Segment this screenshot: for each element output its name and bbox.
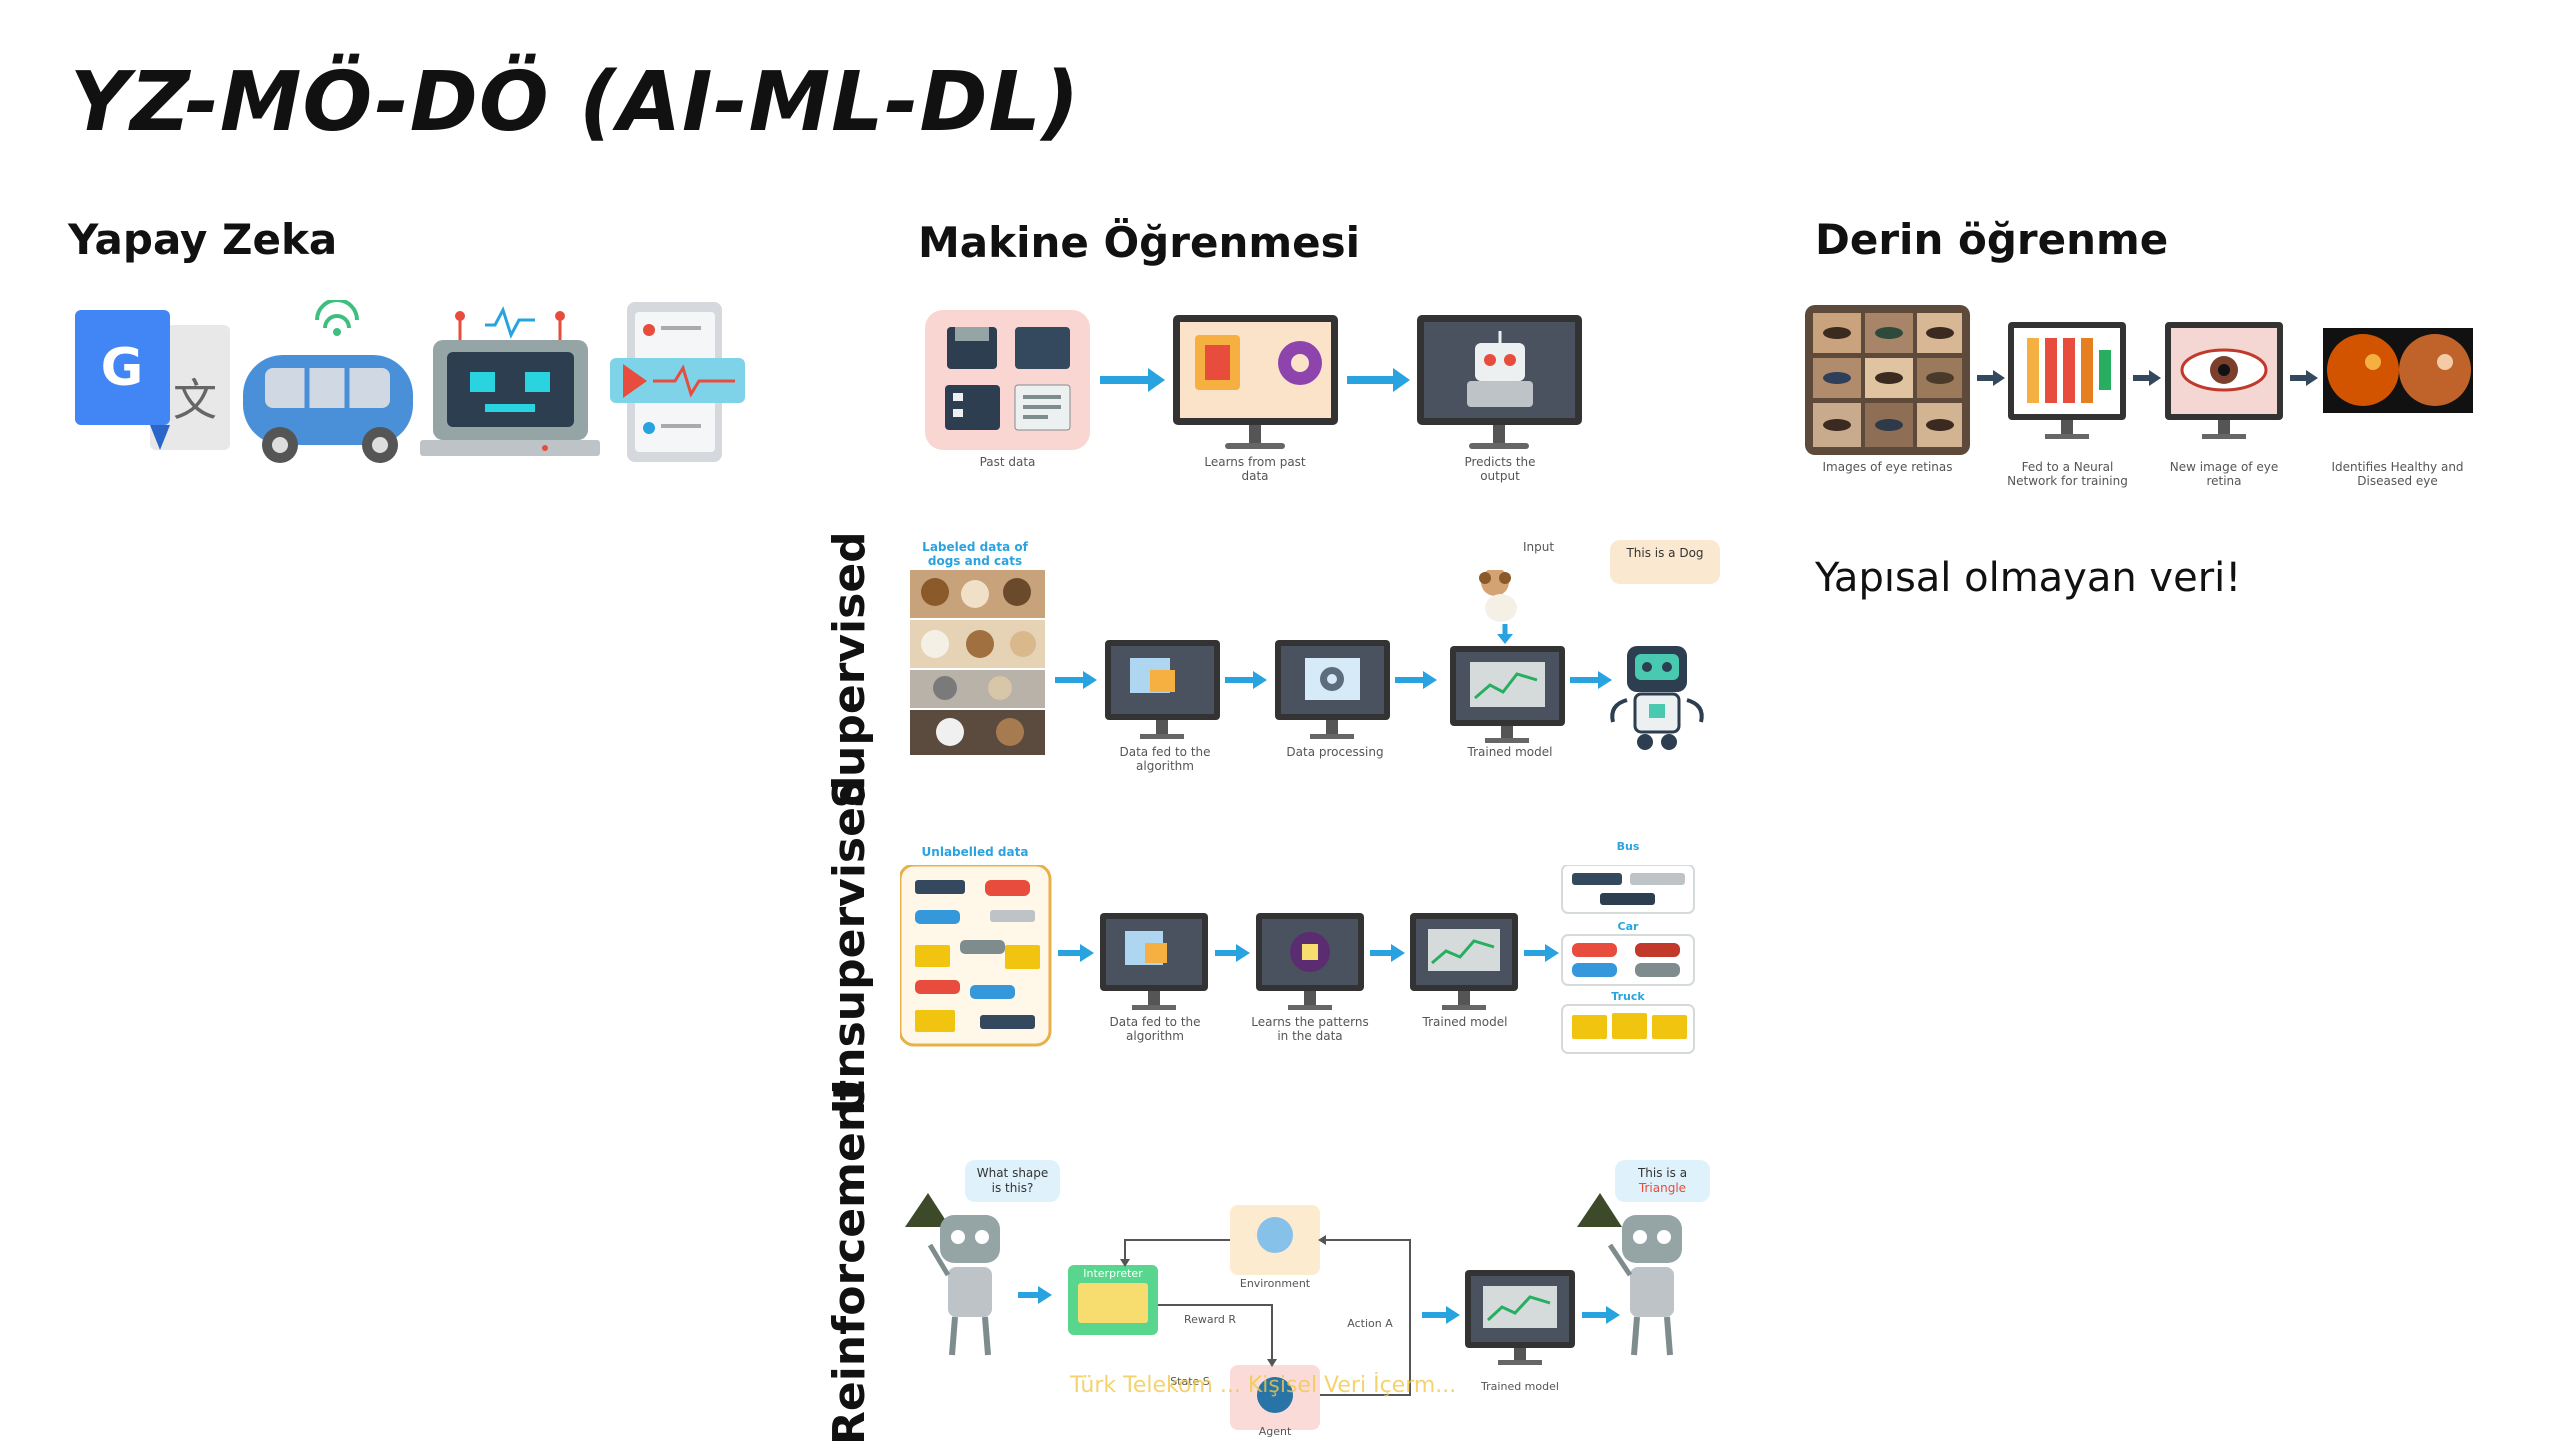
- dl-caption-fed: Fed to a Neural Network for training: [2007, 460, 2128, 488]
- trained-model-monitor-icon: [1465, 1270, 1575, 1365]
- state-label: State S: [1170, 1375, 1210, 1388]
- reinforcement-flow: What shape is this? This is a Triangle: [900, 1155, 1720, 1440]
- cluster-truck-label: Truck: [1611, 990, 1645, 1003]
- supervised-caption-trained: Trained model: [1467, 745, 1553, 759]
- unsupervised-flow: Unlabelled data: [900, 840, 1700, 1060]
- unsupervised-caption-fed: Data fed to the algorithm: [1109, 1015, 1201, 1043]
- dl-caption-new-image: New image of eye retina: [2169, 460, 2279, 488]
- cluster-car-label: Car: [1617, 920, 1639, 933]
- robot-left-icon: [927, 1215, 1000, 1356]
- answer-bubble-word: Triangle: [1638, 1181, 1687, 1195]
- data-fed-monitor-icon: [1100, 913, 1208, 1010]
- trained-model-monitor-icon: [1450, 646, 1565, 743]
- dogs-cats-photos: [910, 570, 1045, 755]
- trained-model-monitor-icon: [1410, 913, 1518, 1010]
- cluster-bus-label: Bus: [1616, 840, 1640, 853]
- ai-heading: Yapay Zeka: [68, 215, 338, 264]
- arrow-right-icon: [1100, 368, 1165, 392]
- answer-bubble-prefix: This is a: [1637, 1166, 1688, 1180]
- retina-fundus-icon: [2323, 328, 2473, 413]
- ml-caption-learns: Learns from past data: [1204, 455, 1306, 483]
- data-processing-monitor-icon: [1275, 640, 1390, 739]
- ml-caption-predicts: Predicts the output: [1464, 455, 1536, 483]
- dl-note: Yapısal olmayan veri!: [1815, 555, 2242, 601]
- rl-trained-label: Trained model: [1481, 1380, 1559, 1393]
- question-bubble: What shape is this?: [965, 1160, 1060, 1202]
- rl-loop-diagram: [1068, 1205, 1411, 1430]
- learning-monitor-icon: [1173, 315, 1338, 449]
- supervised-flow: Labeled data of dogs and cats: [905, 540, 1725, 780]
- supervised-caption-processing: Data processing: [1286, 745, 1384, 759]
- answer-bubble: This is a Triangle: [1615, 1160, 1710, 1202]
- reward-label: Reward R: [1183, 1313, 1237, 1326]
- self-driving-car-icon: [243, 298, 413, 463]
- health-monitor-icon: [610, 302, 745, 462]
- dl-caption-images: Images of eye retinas: [1822, 460, 1953, 474]
- dog-output-bubble: This is a Dog: [1610, 540, 1720, 584]
- environment-label: Environment: [1239, 1277, 1311, 1290]
- robot-monitor-icon: [1417, 315, 1582, 449]
- unsupervised-caption-patterns: Learns the patterns in the data: [1251, 1015, 1369, 1043]
- neural-network-monitor-icon: [2008, 322, 2126, 439]
- eye-retina-grid-icon: [1805, 305, 1970, 455]
- supervised-input-label: Input: [1523, 540, 1555, 554]
- arrow-right-icon: [1347, 368, 1410, 392]
- ml-caption-past-data: Past data: [979, 455, 1036, 469]
- dog-input-icon: [1479, 570, 1517, 622]
- triangle-icon: [1577, 1193, 1622, 1227]
- unlabelled-vehicles-icon: [900, 865, 1052, 1047]
- unsupervised-label: Unsupervised: [824, 775, 875, 1115]
- ml-heading: Makine Öğrenmesi: [918, 218, 1360, 267]
- robot-right-icon: [1607, 1215, 1682, 1356]
- robot-computer-icon: [420, 306, 600, 456]
- svg-text:文: 文: [173, 375, 217, 426]
- google-translate-icon: G 文: [75, 310, 230, 450]
- page-title: YZ-MÖ-DÖ (AI-ML-DL): [70, 55, 1081, 150]
- supervised-dataset-label: Labeled data of dogs and cats: [922, 540, 1028, 568]
- dl-flow: Images of eye retinas Fed to a Neural Ne…: [1805, 300, 2485, 490]
- dl-caption-identifies: Identifies Healthy and Diseased eye: [2331, 460, 2464, 488]
- supervised-caption-fed: Data fed to the algorithm: [1119, 745, 1211, 773]
- robot-icon: [1610, 646, 1704, 750]
- action-label: Action A: [1347, 1317, 1393, 1330]
- unsupervised-dataset-label: Unlabelled data: [921, 845, 1029, 859]
- ai-icon-row: G 文: [75, 298, 745, 470]
- watermark-text: Türk Telekom ... Kişisel Veri İçerm...: [1070, 1373, 1457, 1398]
- dl-heading: Derin öğrenme: [1815, 215, 2169, 264]
- unsupervised-caption-trained: Trained model: [1422, 1015, 1508, 1029]
- reinforcement-label: Reinforcement: [824, 1079, 875, 1445]
- past-data-icon: [925, 310, 1090, 450]
- red-eye-monitor-icon: [2165, 322, 2283, 439]
- svg-text:G: G: [101, 338, 144, 398]
- ml-flow: Past data Learns from past data Predicts…: [925, 305, 1585, 490]
- triangle-icon: [905, 1193, 950, 1227]
- vehicle-clusters-icon: [1561, 865, 1695, 1054]
- data-fed-monitor-icon: [1105, 640, 1220, 739]
- pattern-monitor-icon: [1256, 913, 1364, 1010]
- agent-label: Agent: [1258, 1425, 1292, 1438]
- interpreter-label: Interpreter: [1083, 1267, 1143, 1280]
